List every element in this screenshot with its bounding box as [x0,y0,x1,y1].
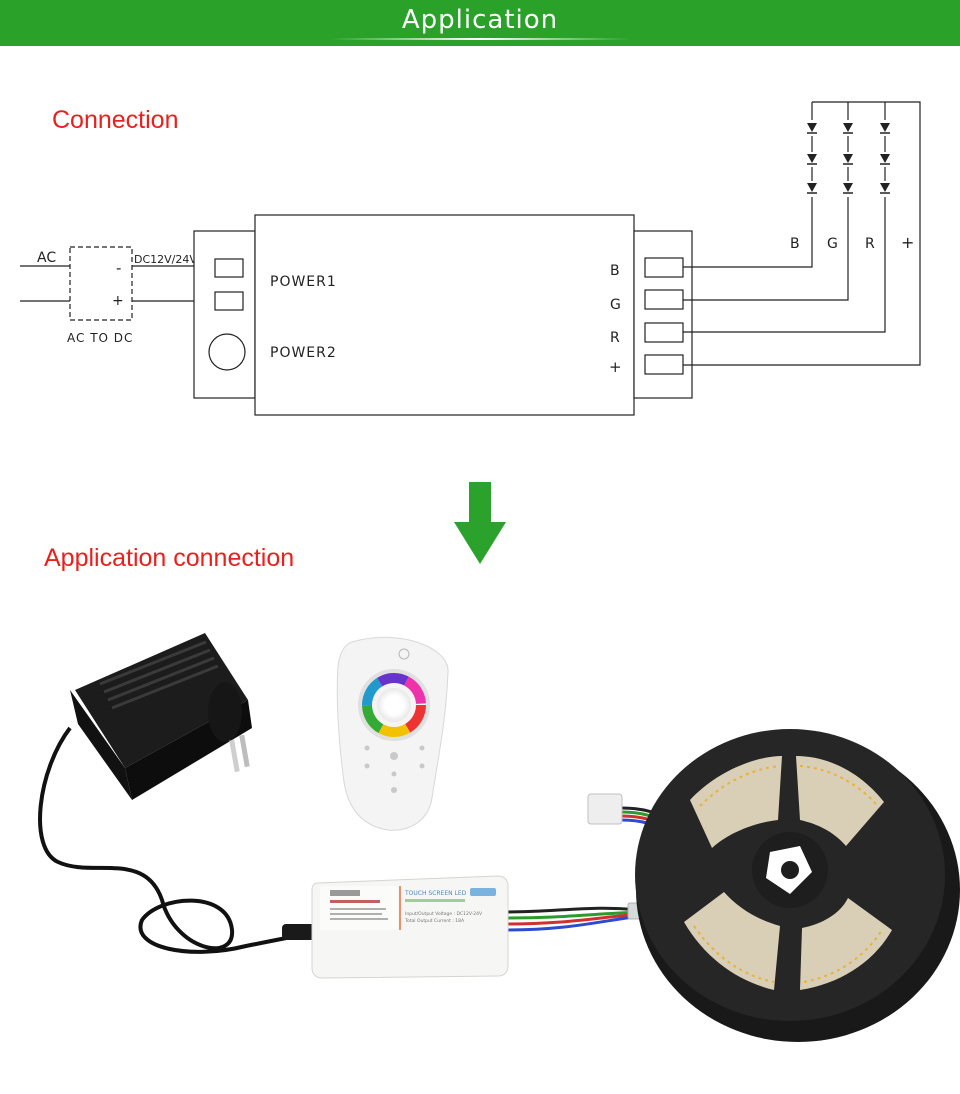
rf-remote [336,636,449,831]
connection-heading: Connection [52,106,179,134]
output-terminal-r [644,322,684,343]
product-photo: TOUCH SCREEN LED Input/Output Voltage : … [38,633,960,1042]
adapter-caption: AC TO DC [67,331,133,345]
rgb-connector [587,793,623,825]
dc-voltage-label: DC12V/24V [134,253,197,266]
power2-label: POWER2 [270,345,337,361]
down-arrow-icon [454,482,506,564]
output-terminal-b [644,257,684,278]
power-adapter [70,633,252,800]
adapter-plus: + [112,293,124,309]
rf-controller-box: TOUCH SCREEN LED Input/Output Voltage : … [311,875,509,979]
adapter-box [69,246,133,321]
controller-box-spec-1: Input/Output Voltage : DC12V-24V [405,911,483,917]
output-wires [683,101,921,366]
led-strip-reel [635,729,960,1042]
controller-box-title: TOUCH SCREEN LED [404,890,467,897]
controller-body [254,214,635,416]
strip-label-g: G [827,236,838,252]
output-terminal-g [644,289,684,310]
wiring-diagram: AC - + AC TO DC DC12V/24V POWER1 POWER2 … [20,101,921,416]
adapter-minus: - [116,259,121,277]
ac-label: AC [37,250,56,266]
output-terminal-plus [644,354,684,375]
banner-title: Application [401,5,559,35]
application-connection-heading: Application connection [44,544,295,572]
dc-plug [282,924,318,940]
strip-label-plus: + [901,233,914,252]
header-banner: Application [0,0,960,46]
banner-underline [330,38,630,40]
power-cable [38,726,319,954]
power1-label: POWER1 [270,274,337,290]
power2-terminal [214,291,244,311]
output-label-plus: + [609,358,622,376]
dc-lines [132,265,194,302]
output-label-r: R [610,330,620,346]
power-jack [208,333,246,371]
strip-label-b: B [790,236,800,252]
controller-left-cap [193,230,256,399]
output-label-b: B [610,263,620,279]
power1-terminal [214,258,244,278]
ac-lines [20,265,70,302]
output-label-g: G [610,297,621,313]
controller-box-spec-2: Total Output Current : 18A [404,918,465,924]
strip-label-r: R [865,236,875,252]
led-diodes [806,122,891,194]
